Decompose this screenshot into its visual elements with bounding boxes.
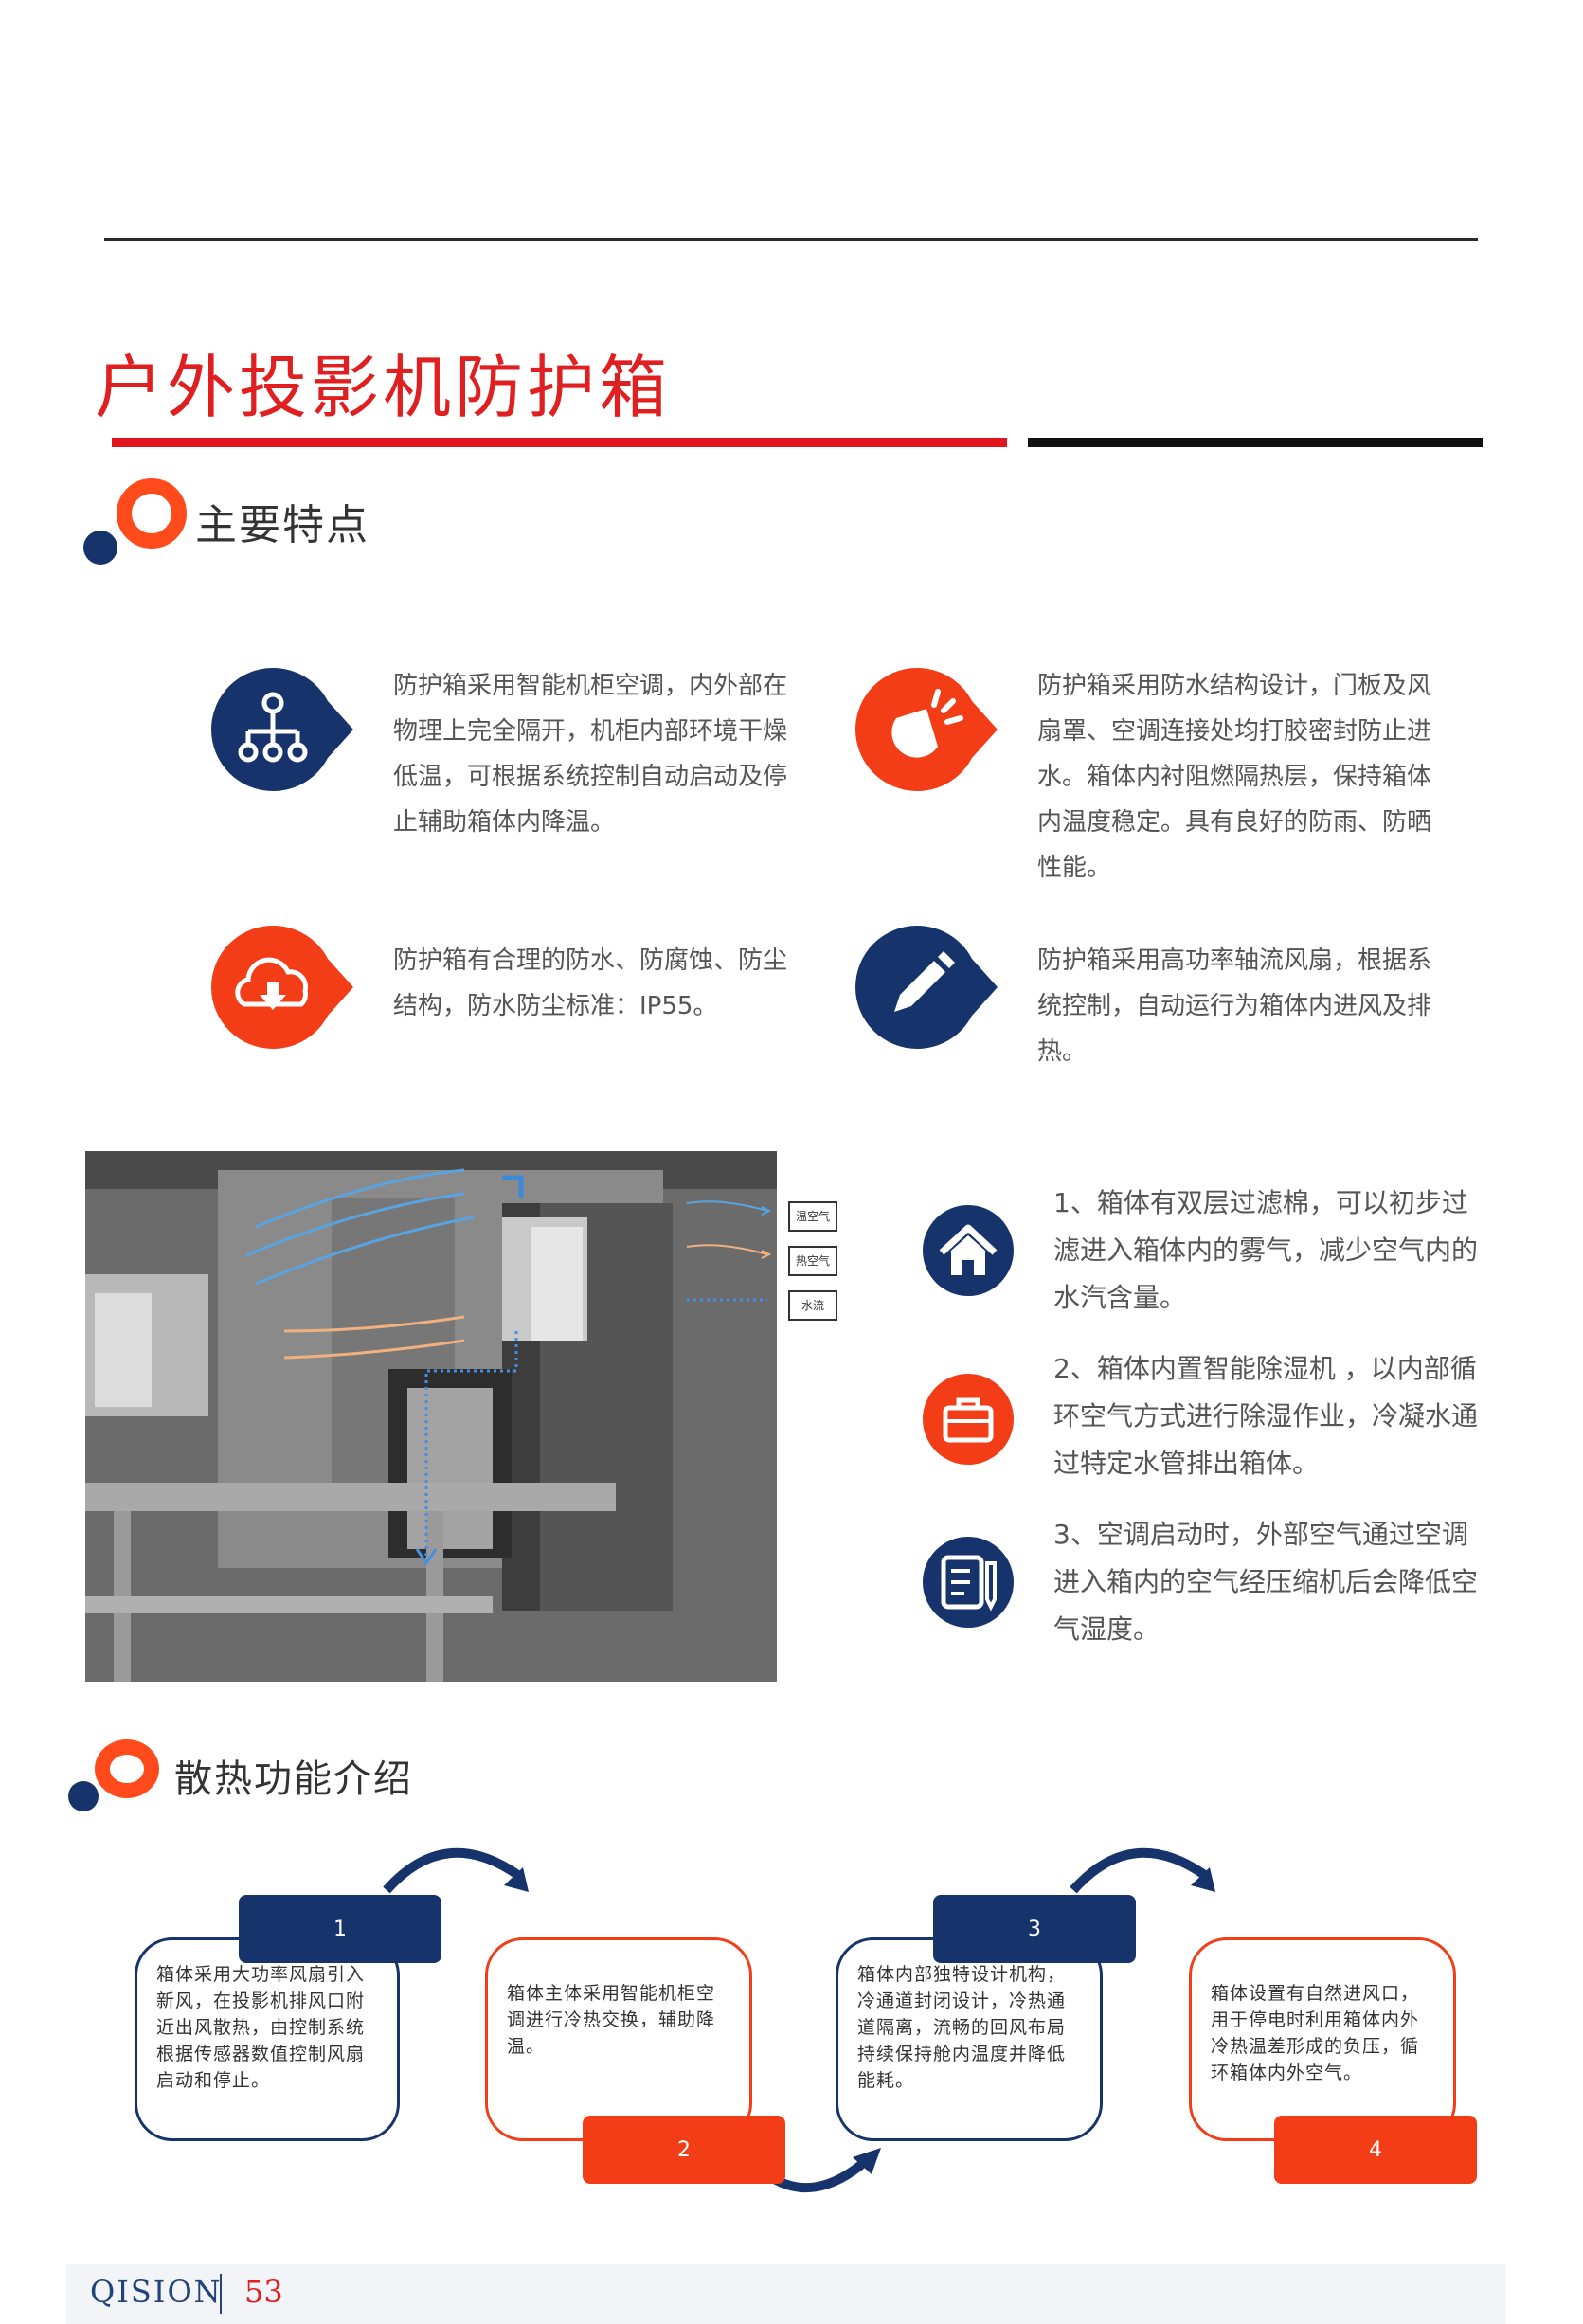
flow-step-3-number: 3	[933, 1895, 1136, 1963]
document-icon	[921, 1535, 1016, 1630]
title-underline-red	[112, 438, 1007, 447]
brand-logo-icon-2	[68, 1734, 172, 1829]
feature-text-4: 防护箱采用高功率轴流风扇，根据系统控制，自动运行为箱体内进风及排热。	[1037, 946, 1432, 1066]
pencil-icon	[851, 921, 1002, 1054]
flow-step-2-text: 箱体主体采用智能机柜空调进行冷热交换，辅助降温。	[507, 1983, 716, 2057]
flow-step-1-box: 箱体采用大功率风扇引入新风，在投影机排风口附近出风散热，由控制系统根据传感器数值…	[135, 1937, 400, 2141]
flow-step-3-box: 箱体内部独特设计机构，冷通道封闭设计，冷热通道隔离，流畅的回风布局持续保持舱内温…	[836, 1937, 1103, 2141]
step-text-1: 1、箱体有双层过滤棉，可以初步过滤进入箱体内的雾气，减少空气内的水汽含量。	[1053, 1187, 1479, 1313]
flow-step-4-box: 箱体设置有自然进风口，用于停电时利用箱体内外冷热温差形成的负压，循环箱体内外空气…	[1189, 1937, 1456, 2141]
legend-lines	[686, 1200, 772, 1302]
brand-logo-icon	[83, 478, 188, 573]
step-text-2: 2、箱体内置智能除湿机 ，以内部循环空气方式进行除湿作业，冷凝水通过特定水管排出…	[1053, 1353, 1479, 1479]
section-title-2: 散热功能介绍	[174, 1757, 413, 1801]
flow-arc-1	[383, 1847, 529, 1894]
flow-step-2-box: 箱体主体采用智能机柜空调进行冷热交换，辅助降温。	[485, 1937, 752, 2141]
cloud-download-icon	[207, 921, 358, 1054]
flow-arc-3	[1070, 1847, 1215, 1894]
feature-text-2: 防护箱采用防水结构设计，门板及风扇罩、空调连接处均打胶密封防止进水。箱体内衬阻燃…	[1037, 672, 1432, 882]
flow-step-1-number: 1	[239, 1895, 441, 1963]
home-icon	[921, 1203, 1016, 1298]
network-icon	[207, 663, 358, 796]
flow-step-2-number: 2	[583, 2116, 785, 2184]
section-header-cooling: 散热功能介绍	[68, 1734, 413, 1829]
footer-brand: QISION	[90, 2274, 223, 2310]
feature-text-3: 防护箱有合理的防水、防腐蚀、防尘结构，防水防尘标准：IP55。	[393, 946, 788, 1020]
toolbox-icon	[921, 1372, 1016, 1467]
top-rule	[104, 238, 1478, 241]
title-underline-black	[1028, 438, 1483, 447]
page-number: 53	[244, 2274, 283, 2310]
flow-step-1-text: 箱体采用大功率风扇引入新风，在投影机排风口附近出风散热，由控制系统根据传感器数值…	[156, 1964, 366, 2091]
section-header-features: 主要特点	[83, 478, 369, 573]
footer-band	[66, 2264, 1506, 2324]
footer-separator	[220, 2274, 222, 2314]
legend-warm-air: 温空气	[788, 1201, 837, 1232]
cabinet-photo	[85, 1151, 777, 1682]
flow-step-4-number: 4	[1274, 2116, 1477, 2184]
flow-step-3-text: 箱体内部独特设计机构，冷通道封闭设计，冷热通道隔离，流畅的回风布局持续保持舱内温…	[857, 1964, 1067, 2091]
legend-water-flow: 水流	[788, 1290, 837, 1321]
spotlight-icon	[851, 663, 1002, 796]
feature-text-1: 防护箱采用智能机柜空调，内外部在物理上完全隔开，机柜内部环境干燥低温，可根据系统…	[393, 672, 788, 837]
section-title: 主要特点	[195, 501, 369, 549]
flow-step-4-text: 箱体设置有自然进风口，用于停电时利用箱体内外冷热温差形成的负压，循环箱体内外空气…	[1211, 1983, 1420, 2083]
page-title: 户外投影机防护箱	[95, 348, 672, 427]
legend-hot-air: 热空气	[788, 1246, 837, 1276]
step-text-3: 3、空调启动时，外部空气通过空调进入箱内的空气经压缩机后会降低空气湿度。	[1053, 1519, 1479, 1645]
